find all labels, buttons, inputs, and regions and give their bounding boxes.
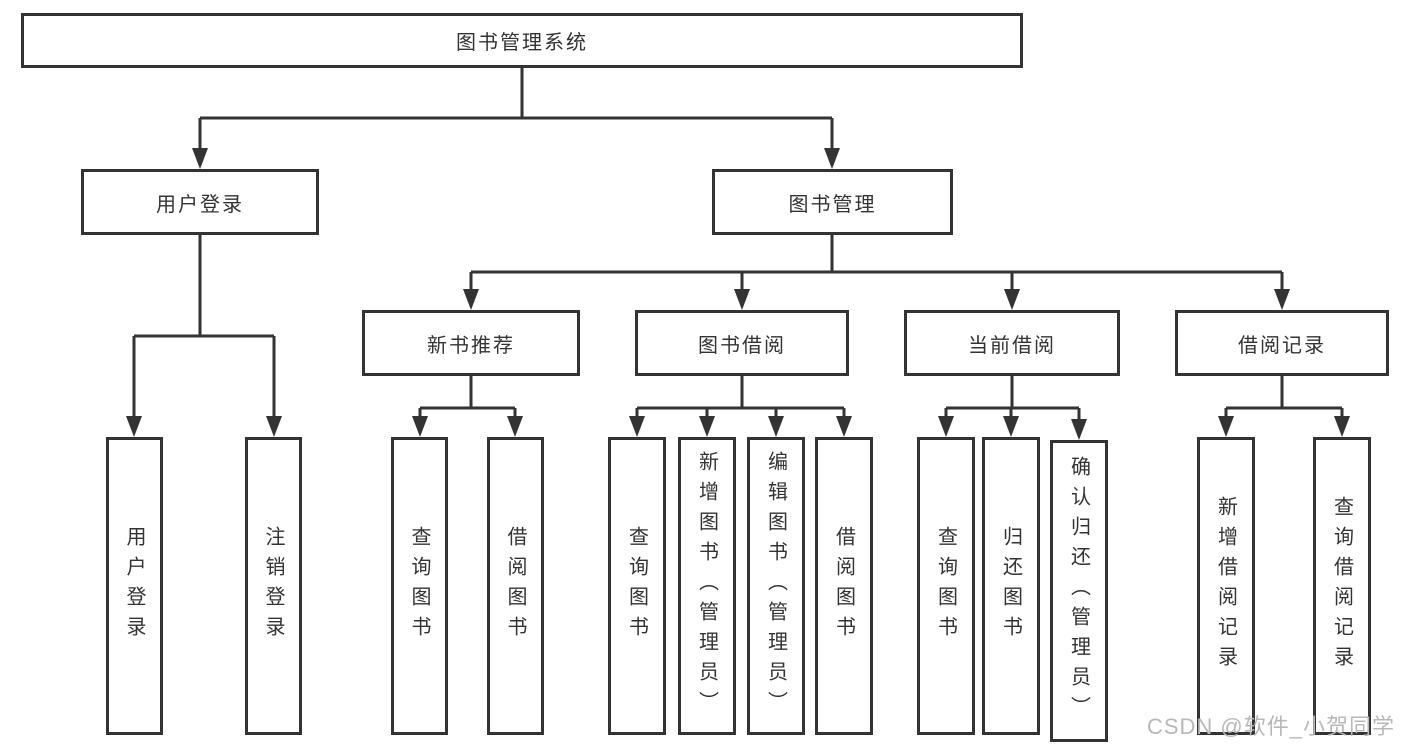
node-book-management: 图书管理: [712, 169, 953, 235]
node-user-login: 用户登录: [81, 169, 319, 235]
leaf-query-books-borrow: 查询图书: [608, 437, 666, 735]
leaf-borrow-books: 借阅图书: [815, 437, 873, 735]
leaf-query-borrow-record: 查询借阅记录: [1313, 437, 1371, 735]
leaf-query-books-recommend: 查询图书: [391, 437, 448, 735]
leaf-user-login: 用户登录: [106, 437, 163, 735]
leaf-query-books-current: 查询图书: [917, 437, 975, 735]
csdn-watermark: CSDN @软件_小贺同学: [1146, 714, 1395, 739]
leaf-borrow-books-recommend: 借阅图书: [487, 437, 544, 735]
leaf-add-borrow-record: 新增借阅记录: [1197, 437, 1255, 735]
leaf-logout: 注销登录: [245, 437, 302, 735]
node-current-borrow: 当前借阅: [904, 310, 1120, 376]
node-book-borrow: 图书借阅: [635, 310, 849, 376]
leaf-return-books: 归还图书: [982, 437, 1040, 735]
leaf-add-books-admin: 新增图书（管理员）: [678, 437, 736, 735]
leaf-edit-books-admin: 编辑图书（管理员）: [747, 437, 805, 735]
node-book-management-system: 图书管理系统: [21, 13, 1023, 68]
node-new-book-recommend: 新书推荐: [362, 310, 580, 376]
leaf-confirm-return-admin: 确认归还（管理员）: [1050, 440, 1108, 742]
node-borrow-records: 借阅记录: [1175, 310, 1389, 376]
